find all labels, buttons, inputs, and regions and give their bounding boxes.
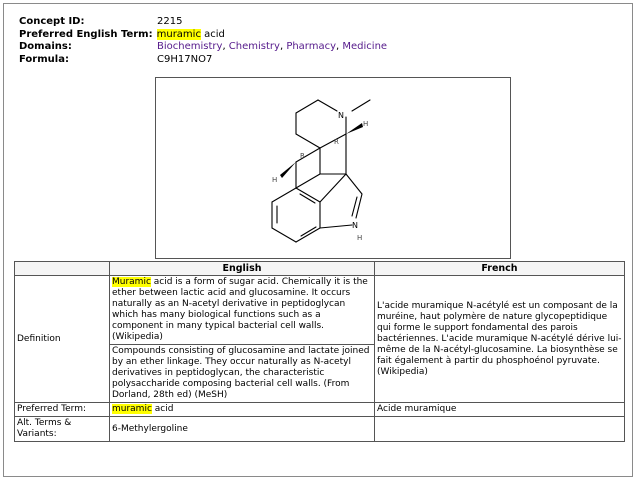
domain-link-biochemistry[interactable]: Biochemistry	[157, 41, 223, 52]
concept-page: Concept ID: 2215 Preferred English Term:…	[3, 3, 633, 477]
r-label-2: R	[300, 152, 305, 160]
n-methyl-label: N	[338, 111, 344, 120]
concept-id-value: 2215	[157, 16, 183, 27]
preferred-en-rest: acid	[151, 404, 174, 414]
concept-id-label: Concept ID:	[19, 16, 85, 27]
structure-image: N N H R R H H	[155, 77, 511, 259]
alt-terms-french	[374, 416, 625, 442]
alt-terms-label: Alt. Terms & Variants:	[14, 416, 110, 442]
h-indole-label: H	[357, 234, 362, 242]
header-french: French	[374, 261, 625, 276]
preferred-term-table-label: Preferred Term:	[14, 402, 110, 417]
wedge-bond-1	[346, 123, 363, 134]
molecule-bonds	[271, 99, 371, 243]
definition-label: Definition	[14, 275, 110, 403]
preferred-term-row: Preferred English Term: muramic acid	[19, 28, 387, 42]
concept-id-row: Concept ID: 2215	[19, 16, 387, 29]
domain-link-pharmacy[interactable]: Pharmacy	[286, 41, 337, 52]
domain-link-medicine[interactable]: Medicine	[342, 41, 388, 52]
definition-english: Muramic acid is a form of sugar acid. Ch…	[109, 275, 375, 403]
header-empty-cell	[14, 261, 110, 276]
domains-list: Biochemistry, Chemistry, Pharmacy, Medic…	[157, 41, 388, 52]
term-highlight: muramic	[156, 28, 201, 40]
term-rest: acid	[200, 28, 225, 40]
molecule-labels: N N H R R H H	[272, 111, 368, 242]
wedge-bond-2	[280, 162, 296, 178]
molecule-structure-svg: N N H R R H H	[271, 99, 371, 243]
definition-french: L'acide muramique N-acétylé est un compo…	[374, 275, 625, 403]
preferred-term-table-row: Preferred Term: muramic acid Acide muram…	[14, 402, 625, 417]
n-indole-label: N	[352, 221, 358, 230]
alt-terms-english: 6-Methylergoline	[109, 416, 375, 442]
formula-value: C9H17NO7	[157, 53, 213, 65]
formula-row: Formula: C9H17NO7	[19, 54, 387, 67]
definition-en-1-text: acid is a form of sugar acid. Chemically…	[112, 277, 368, 342]
definition-english-mesh: Compounds consisting of glucosamine and …	[110, 344, 374, 402]
alt-terms-row: Alt. Terms & Variants: 6-Methylergoline	[14, 416, 625, 442]
definition-row: Definition Muramic acid is a form of sug…	[14, 275, 625, 403]
domains-label: Domains:	[19, 41, 72, 52]
table-header-row: English French	[14, 261, 625, 276]
domains-row: Domains: Biochemistry, Chemistry, Pharma…	[19, 41, 387, 54]
h-label-2: H	[272, 176, 277, 184]
definition-highlight: Muramic	[112, 277, 151, 287]
preferred-term-french: Acide muramique	[374, 402, 625, 417]
term-table: English French Definition Muramic acid i…	[14, 261, 625, 442]
definition-english-wikipedia: Muramic acid is a form of sugar acid. Ch…	[110, 276, 374, 344]
domain-link-chemistry[interactable]: Chemistry	[228, 41, 280, 52]
h-label-1: H	[363, 120, 368, 128]
preferred-highlight: muramic	[112, 404, 152, 414]
preferred-term-value: muramic acid	[156, 28, 225, 42]
r-label-1: R	[334, 138, 339, 146]
concept-metadata: Concept ID: 2215 Preferred English Term:…	[19, 16, 387, 66]
preferred-term-english: muramic acid	[109, 402, 375, 417]
formula-label: Formula:	[19, 53, 69, 65]
header-english: English	[109, 261, 375, 276]
preferred-term-label: Preferred English Term:	[19, 28, 153, 40]
